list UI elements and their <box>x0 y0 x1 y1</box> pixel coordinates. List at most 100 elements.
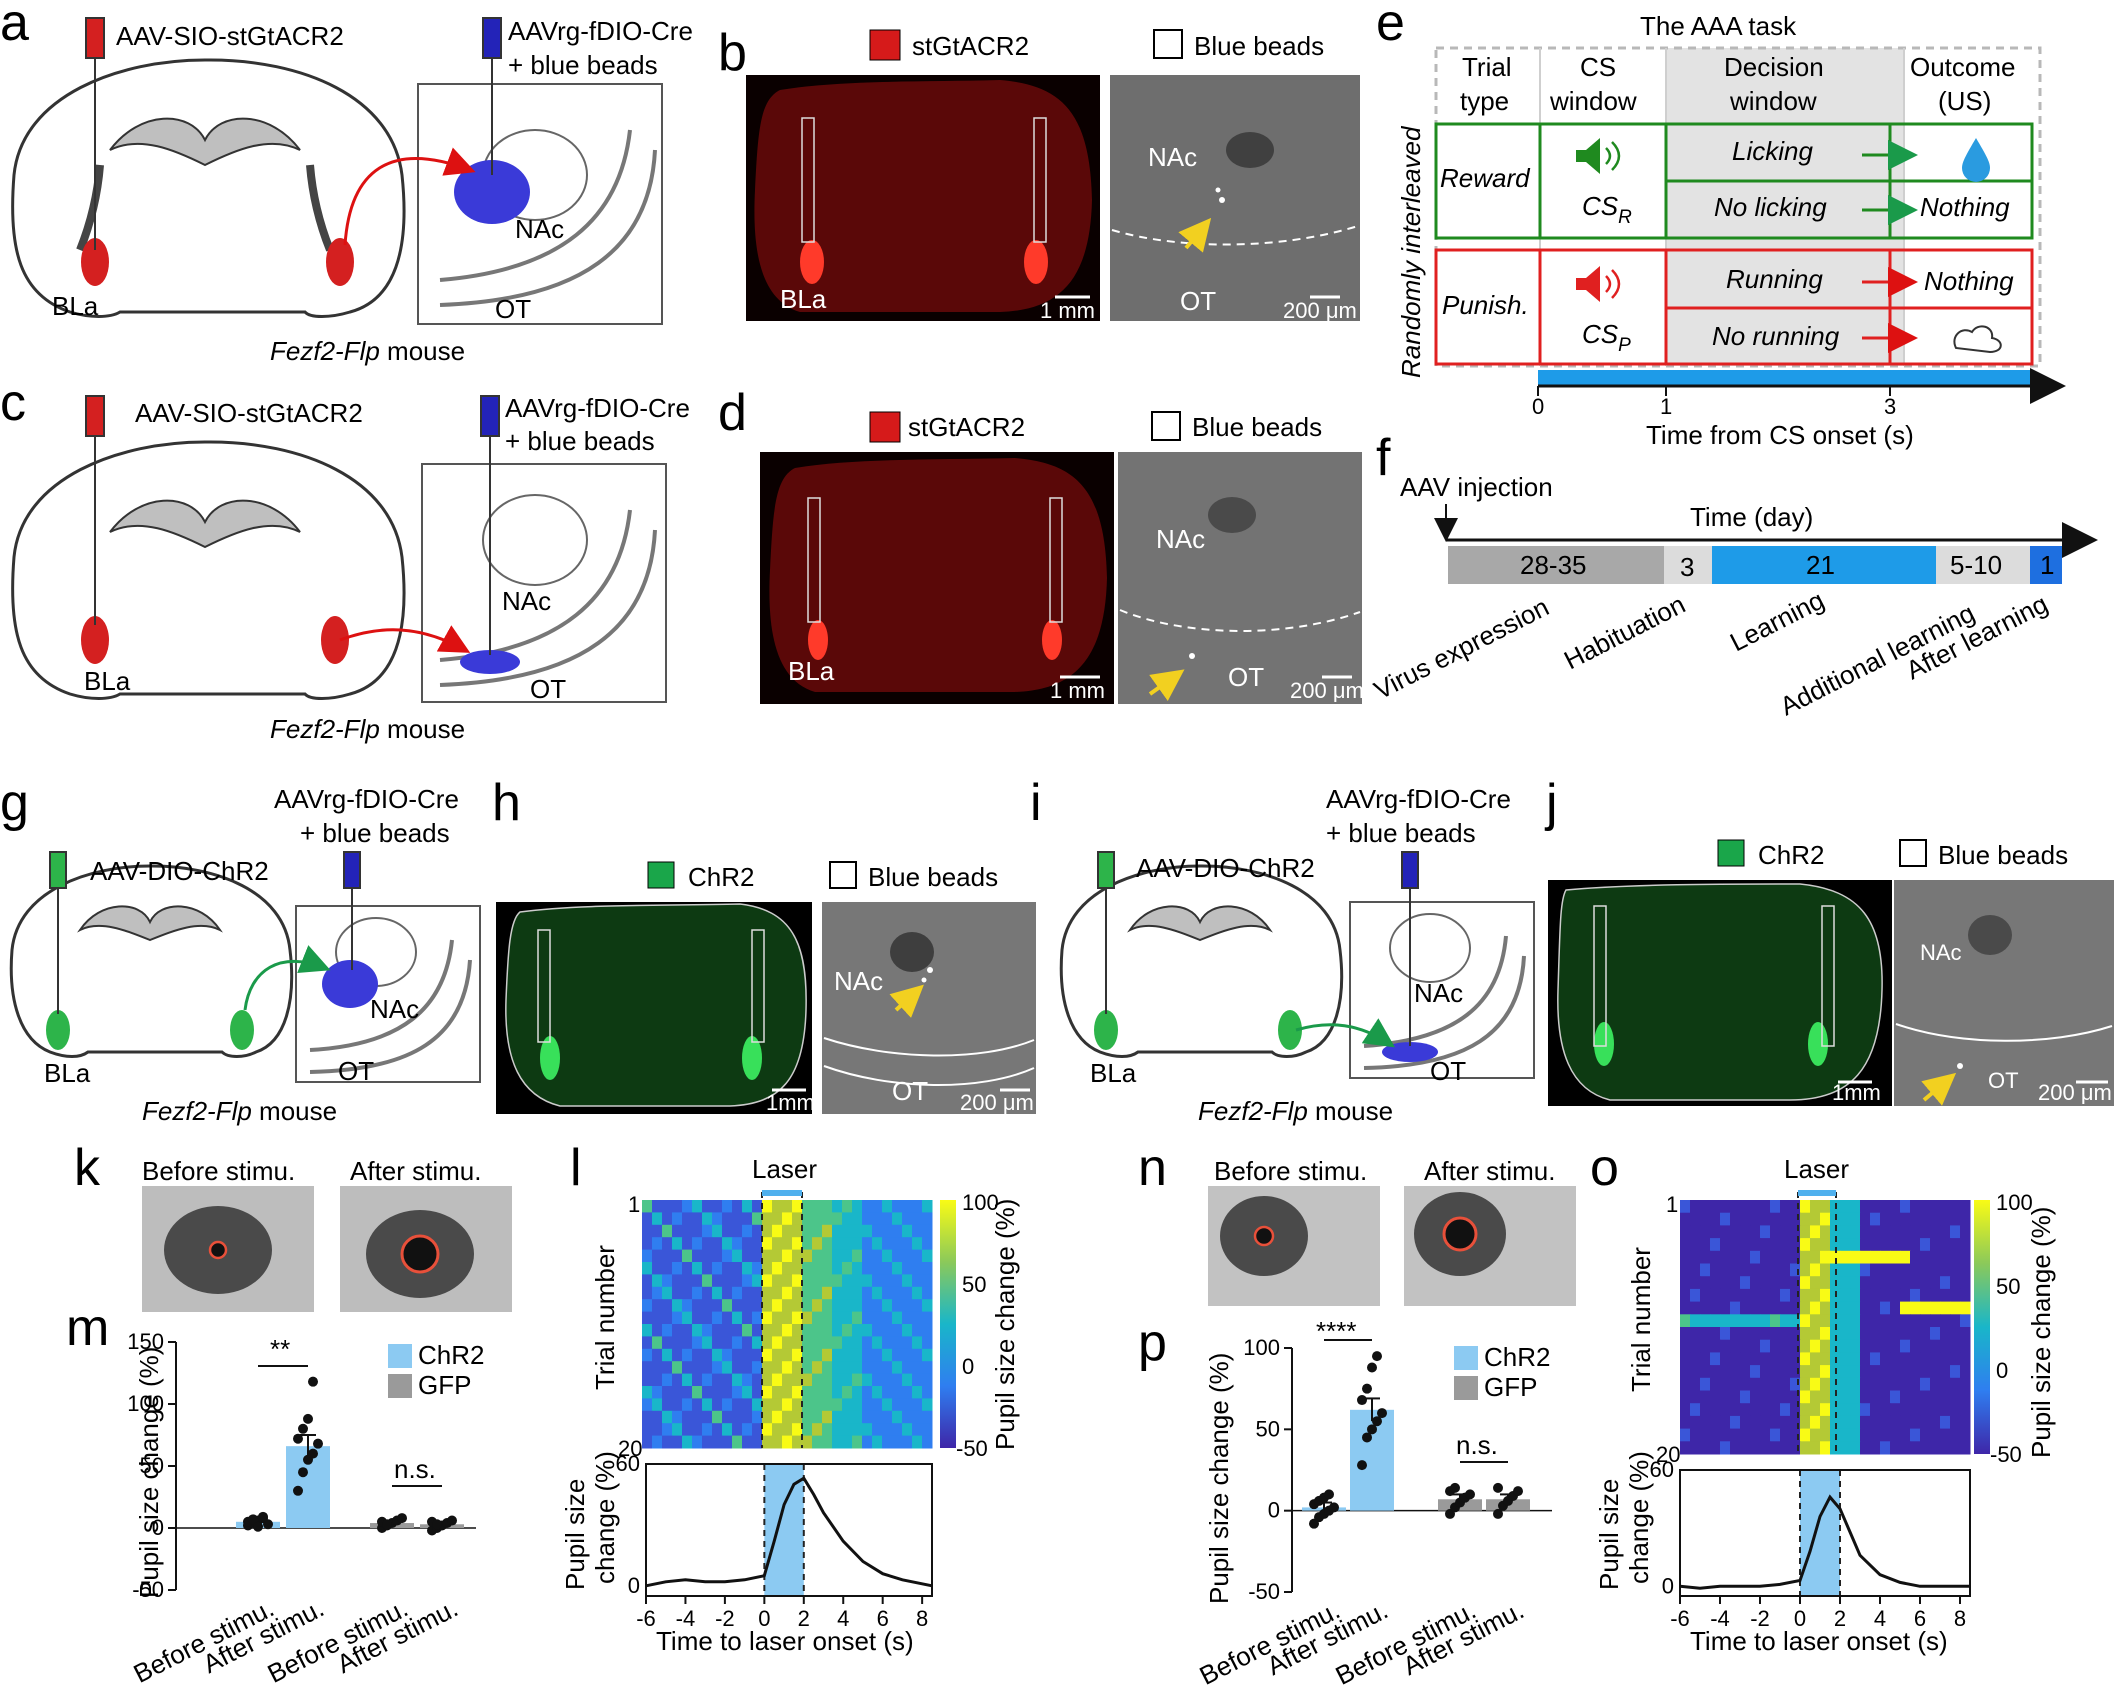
legend-swatch-white <box>1153 29 1183 59</box>
panel-letter-e: e <box>1376 0 1405 52</box>
sig-chr2: **** <box>1316 1316 1356 1346</box>
heatmap-cell <box>882 1423 893 1437</box>
heatmap-cell <box>1820 1352 1831 1366</box>
cs-p-main: CS <box>1582 319 1619 349</box>
heatmap-cell <box>642 1212 653 1226</box>
heatmap-cell <box>1820 1250 1831 1264</box>
heatmap-cell <box>732 1324 743 1337</box>
heatmap-cell <box>912 1262 923 1275</box>
heatmap-cell <box>1960 1263 1971 1277</box>
heatmap-cell <box>1710 1327 1721 1341</box>
heatmap-cell <box>902 1237 913 1251</box>
trace-ylabel-2: change (%) <box>590 1451 620 1584</box>
heatmap-cell <box>1900 1327 1911 1341</box>
data-point <box>308 1376 318 1387</box>
nac-box <box>417 83 663 325</box>
heatmap-cell <box>922 1311 933 1325</box>
section-tissue <box>1557 883 1883 1101</box>
legend-label-white: Blue beads <box>1194 31 1324 61</box>
heatmap-cell <box>792 1398 803 1412</box>
legend-swatch-white <box>1151 411 1181 441</box>
heatmap-cell <box>752 1410 763 1424</box>
heatmap-cell <box>712 1361 723 1375</box>
heatmap-cell <box>1810 1365 1821 1379</box>
heatmap-cell <box>652 1348 663 1362</box>
striatum-arc-1 <box>439 129 632 282</box>
heatmap-cell <box>652 1435 663 1449</box>
heatmap-cell <box>1960 1200 1971 1214</box>
data-point <box>1493 1508 1503 1519</box>
heatmap-cell <box>1690 1428 1701 1442</box>
heatmap-cell <box>1880 1327 1891 1341</box>
heatmap-cell <box>1770 1365 1781 1379</box>
heatmap-cell <box>782 1410 793 1424</box>
cbar-tick-0: 0 <box>962 1354 974 1379</box>
heatmap-cell <box>722 1311 733 1325</box>
heatmap-cell <box>1870 1352 1881 1366</box>
heatmap-cell <box>1880 1301 1891 1315</box>
heatmap-cell <box>692 1423 703 1437</box>
heatmap-cell <box>832 1262 843 1275</box>
heatmap-cell <box>762 1423 773 1437</box>
heatmap-cell <box>812 1212 823 1226</box>
heatmap-cell <box>712 1212 723 1226</box>
heatmap-cell <box>792 1410 803 1424</box>
heatmap-cell <box>642 1200 653 1213</box>
heatmap-cell <box>1690 1441 1701 1455</box>
heatmap-cell <box>812 1286 823 1300</box>
trial-bottom: 20 <box>618 1436 642 1461</box>
heatmap-cell <box>1860 1339 1871 1353</box>
heatmap-cell <box>1690 1225 1701 1239</box>
heatmap-cell <box>1900 1377 1911 1391</box>
heatmap-cell <box>772 1361 783 1375</box>
heatmap-cell <box>1770 1263 1781 1277</box>
cs-r-label: CSR <box>1582 191 1632 228</box>
heatmap-cell <box>892 1361 903 1375</box>
heatmap-cell <box>682 1336 693 1350</box>
no-licking-label: No licking <box>1714 192 1827 222</box>
heatmap-cell <box>702 1274 713 1288</box>
heatmap-cell <box>692 1224 703 1238</box>
heatmap-cell <box>852 1361 863 1375</box>
heatmap-cell <box>662 1286 673 1300</box>
heatmap-cell <box>912 1237 923 1251</box>
heatmap-cell <box>1770 1314 1781 1328</box>
trial-axis-label: Trial number <box>590 1245 620 1390</box>
heatmap-cell <box>672 1224 683 1238</box>
heatmap-cell <box>1750 1377 1761 1391</box>
panel-letter-j: j <box>1544 774 1558 832</box>
heatmap-cell <box>1770 1352 1781 1366</box>
heatmap-cell <box>872 1274 883 1288</box>
heatmap-cell <box>1680 1428 1691 1442</box>
bla-left <box>46 1010 70 1050</box>
heatmap-cell <box>1830 1415 1841 1430</box>
heatmap-cell <box>1800 1314 1811 1328</box>
heatmap-cell <box>1920 1314 1931 1328</box>
heatmap-cell <box>1950 1365 1961 1379</box>
heatmap-cell <box>1920 1200 1931 1214</box>
heatmap-cell <box>1950 1212 1961 1226</box>
heatmap-cell <box>912 1373 923 1387</box>
segment-label-learning: Learning <box>1725 585 1829 658</box>
heatmap-cell <box>1760 1276 1771 1290</box>
heatmap-cell <box>832 1311 843 1325</box>
bla-left <box>81 238 109 286</box>
heatmap-cell <box>712 1373 723 1387</box>
section-tissue <box>754 80 1092 312</box>
heatmap-cell <box>642 1410 653 1424</box>
heatmap-cell <box>772 1373 783 1387</box>
heatmap-cell <box>1890 1238 1901 1252</box>
heatmap-cell <box>822 1324 833 1337</box>
heatmap-cell <box>832 1224 843 1238</box>
heatmap-cell <box>682 1249 693 1263</box>
cbar-tick-0: 0 <box>1996 1358 2008 1383</box>
data-point <box>313 1438 323 1449</box>
heatmap-cell <box>822 1373 833 1387</box>
heatmap-cell <box>1800 1365 1811 1379</box>
panel-o-heatmap: Laser 1 20 Trial number 100 50 0 -50 Pup… <box>1594 1154 2056 1656</box>
heatmap-cell <box>662 1423 673 1437</box>
heatmap-cell <box>1850 1263 1861 1277</box>
data-point <box>397 1513 407 1524</box>
heatmap-cell <box>862 1435 873 1449</box>
heatmap-cell <box>1850 1441 1861 1455</box>
